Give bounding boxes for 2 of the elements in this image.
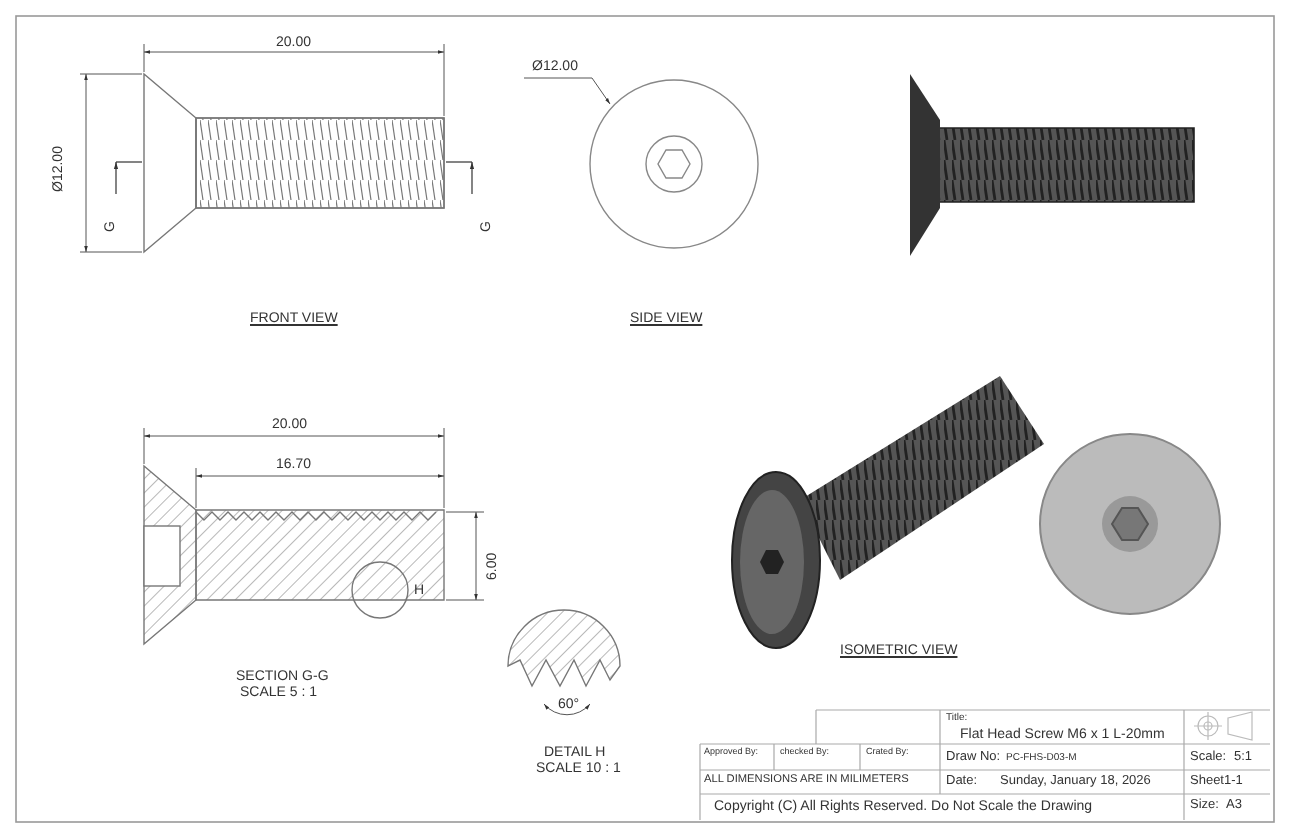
leader-line	[523, 77, 611, 105]
screw-side-view-drawing	[589, 79, 759, 249]
